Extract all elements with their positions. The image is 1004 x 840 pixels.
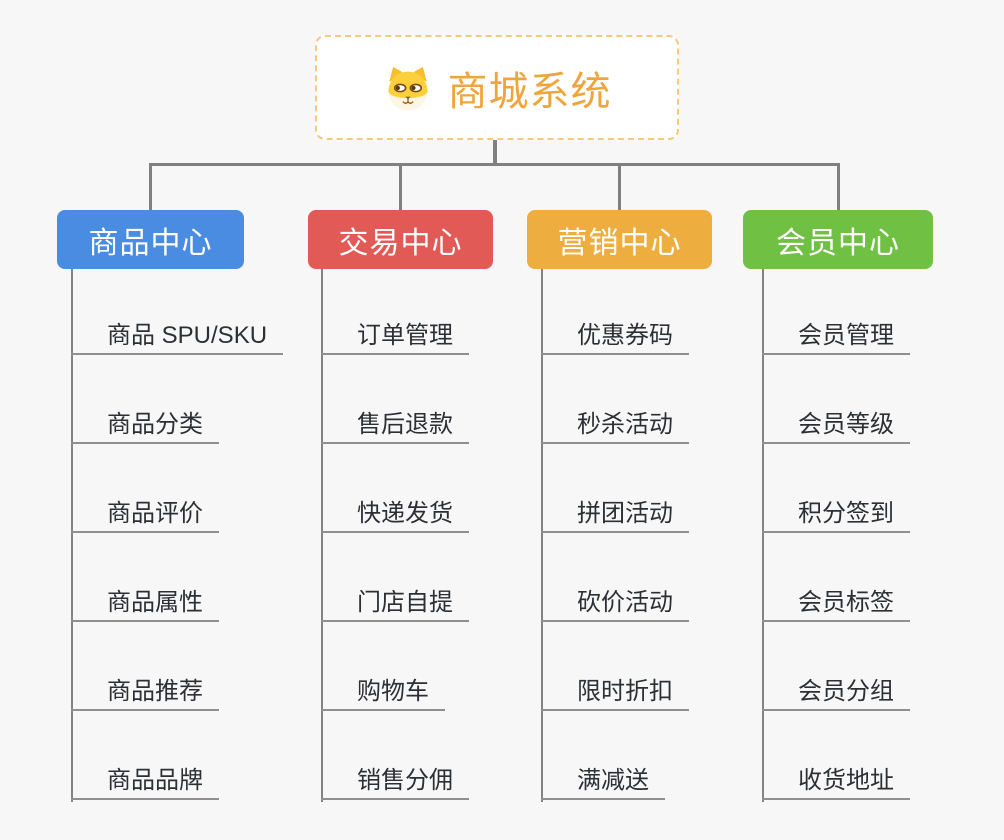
dog-face-icon xyxy=(387,66,428,111)
branch-item-product-center-3[interactable]: 商品评价 xyxy=(71,496,219,533)
root-node[interactable]: 商城系统 xyxy=(315,35,679,140)
connector-drop-product-center xyxy=(149,164,152,210)
branch-item-marketing-center-3[interactable]: 拼团活动 xyxy=(541,496,689,533)
branch-item-marketing-center-5[interactable]: 限时折扣 xyxy=(541,674,689,711)
connector-drop-trade-center xyxy=(399,164,402,210)
branch-item-member-center-6[interactable]: 收货地址 xyxy=(762,763,910,800)
branch-item-trade-center-4[interactable]: 门店自提 xyxy=(321,585,469,622)
branch-header-marketing-center[interactable]: 营销中心 xyxy=(527,210,712,269)
branch-header-trade-center[interactable]: 交易中心 xyxy=(308,210,493,269)
branch-item-member-center-4[interactable]: 会员标签 xyxy=(762,585,910,622)
branch-item-member-center-1[interactable]: 会员管理 xyxy=(762,318,910,355)
connector-trunk-trade-center xyxy=(321,269,323,802)
branch-item-trade-center-5[interactable]: 购物车 xyxy=(321,674,445,711)
branch-item-product-center-6[interactable]: 商品品牌 xyxy=(71,763,219,800)
branch-item-marketing-center-2[interactable]: 秒杀活动 xyxy=(541,407,689,444)
branch-item-marketing-center-1[interactable]: 优惠券码 xyxy=(541,318,689,355)
branch-header-member-center[interactable]: 会员中心 xyxy=(743,210,933,269)
branch-item-member-center-3[interactable]: 积分签到 xyxy=(762,496,910,533)
connector-drop-member-center xyxy=(836,164,840,210)
branch-item-product-center-2[interactable]: 商品分类 xyxy=(71,407,219,444)
branch-item-trade-center-6[interactable]: 销售分佣 xyxy=(321,763,469,800)
branch-item-trade-center-1[interactable]: 订单管理 xyxy=(321,318,469,355)
connector-drop-marketing-center xyxy=(618,164,621,210)
branch-item-marketing-center-4[interactable]: 砍价活动 xyxy=(541,585,689,622)
connector-trunk-marketing-center xyxy=(541,269,543,802)
branch-item-trade-center-2[interactable]: 售后退款 xyxy=(321,407,469,444)
branch-item-marketing-center-6[interactable]: 满减送 xyxy=(541,763,665,800)
branch-item-member-center-5[interactable]: 会员分组 xyxy=(762,674,910,711)
connector-root-stem xyxy=(493,140,497,165)
branch-item-member-center-2[interactable]: 会员等级 xyxy=(762,407,910,444)
branch-item-product-center-5[interactable]: 商品推荐 xyxy=(71,674,219,711)
branch-item-trade-center-3[interactable]: 快递发货 xyxy=(321,496,469,533)
connector-trunk-member-center xyxy=(762,269,764,802)
connector-bus xyxy=(149,163,840,166)
root-title: 商城系统 xyxy=(447,69,612,114)
connector-trunk-product-center xyxy=(71,269,73,802)
branch-item-product-center-4[interactable]: 商品属性 xyxy=(71,585,219,622)
branch-item-product-center-1[interactable]: 商品 SPU/SKU xyxy=(71,318,284,355)
branch-header-product-center[interactable]: 商品中心 xyxy=(57,210,244,269)
